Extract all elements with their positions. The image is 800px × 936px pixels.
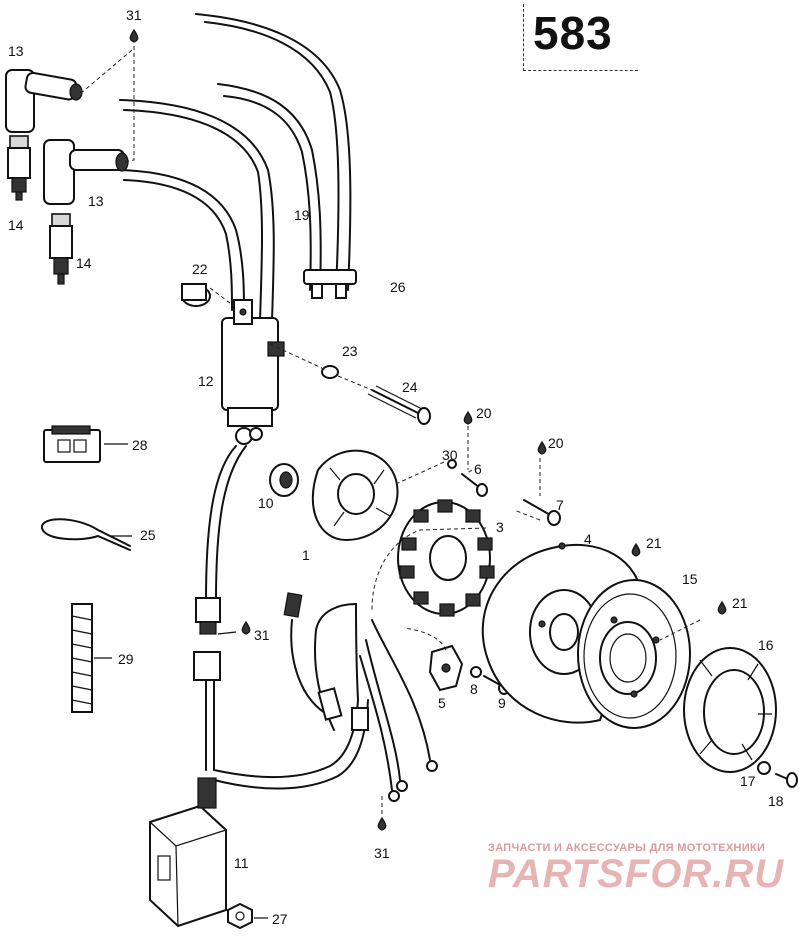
screw-7	[523, 499, 561, 526]
callout-7: 7	[556, 497, 564, 513]
ht-lead-coil-b	[119, 169, 245, 311]
drive-cup-16	[683, 647, 777, 773]
callout-4: 4	[584, 531, 592, 547]
stator-3	[397, 499, 495, 617]
trigger-coil-5	[428, 644, 464, 692]
trigger-plate-1	[311, 449, 399, 542]
grommet-10	[269, 463, 299, 497]
lead-terminal	[311, 283, 323, 299]
callout-31-mid: 31	[254, 627, 270, 643]
callout-13-upper: 13	[8, 43, 24, 59]
callout-21-upper: 21	[646, 535, 662, 551]
callout-30: 30	[442, 447, 458, 463]
watermark-logo: PARTSFOR.RU	[488, 852, 785, 896]
callout-23: 23	[342, 343, 358, 359]
callout-27: 27	[272, 911, 288, 927]
wiring-harness	[193, 445, 438, 802]
callout-18: 18	[768, 793, 784, 809]
spark-plug-14b	[49, 213, 73, 285]
spark-plug-cap-13b	[43, 139, 129, 205]
drop-icon-20a	[463, 410, 473, 425]
nut-27	[227, 902, 253, 930]
drop-icon-31b	[241, 620, 251, 635]
callout-24: 24	[402, 379, 418, 395]
drop-icon-20b	[537, 440, 547, 455]
page-number: 583	[533, 7, 613, 59]
callout-1: 1	[302, 547, 310, 563]
starting-pulley-15	[577, 579, 691, 729]
sleeve-29	[71, 603, 93, 713]
ht-lead-19	[195, 13, 352, 291]
cable-tie-25	[41, 518, 131, 551]
callout-6: 6	[474, 461, 482, 477]
washer-23	[321, 365, 339, 379]
callout-20-upper: 20	[476, 405, 492, 421]
callout-8: 8	[470, 681, 478, 697]
drop-icon-31a	[129, 28, 139, 43]
callout-3: 3	[496, 519, 504, 535]
callout-31-bottom: 31	[374, 845, 390, 861]
callout-10: 10	[258, 495, 274, 511]
callout-5: 5	[438, 695, 446, 711]
washer-17	[757, 761, 771, 775]
callout-14-lower: 14	[76, 255, 92, 271]
callout-13-lower: 13	[88, 193, 104, 209]
washer-8	[470, 666, 482, 678]
drop-icon-31c	[377, 816, 387, 831]
callout-16: 16	[758, 637, 774, 653]
drop-icon-21b	[717, 600, 727, 615]
watermark-caption: ЗАПЧАСТИ И АКСЕССУАРЫ ДЛЯ МОТОТЕХНИКИ	[488, 842, 766, 854]
screw-18	[775, 772, 798, 788]
page-number-frame	[523, 4, 638, 71]
washer-30	[447, 459, 457, 469]
callout-15: 15	[682, 571, 698, 587]
lead-clamp	[303, 269, 357, 285]
connector-28	[43, 425, 101, 463]
screw-6	[461, 473, 488, 497]
callout-20-lower: 20	[548, 435, 564, 451]
callout-19: 19	[294, 207, 310, 223]
callout-11: 11	[234, 855, 249, 871]
callout-29: 29	[118, 651, 134, 667]
callout-17: 17	[740, 773, 756, 789]
ignition-coil-12	[221, 299, 285, 445]
callout-31-top: 31	[126, 7, 142, 23]
callout-22: 22	[192, 261, 208, 277]
callout-9: 9	[498, 695, 506, 711]
spark-plug-14a	[7, 135, 31, 201]
screw-24	[367, 385, 431, 425]
leader-lines	[79, 46, 701, 919]
ht-lead-26	[217, 83, 322, 291]
spark-plug-cap-13a	[5, 69, 83, 133]
spacer-22	[181, 283, 211, 307]
drop-icon-21a	[631, 542, 641, 557]
ht-lead-coil-a	[119, 99, 275, 321]
callout-25: 25	[140, 527, 156, 543]
callout-21-lower: 21	[732, 595, 748, 611]
callout-28: 28	[132, 437, 148, 453]
callout-12: 12	[198, 373, 214, 389]
callout-26: 26	[390, 279, 406, 295]
callout-14-upper: 14	[8, 217, 24, 233]
cdi-module-11	[149, 777, 227, 928]
lead-terminal	[335, 283, 347, 299]
